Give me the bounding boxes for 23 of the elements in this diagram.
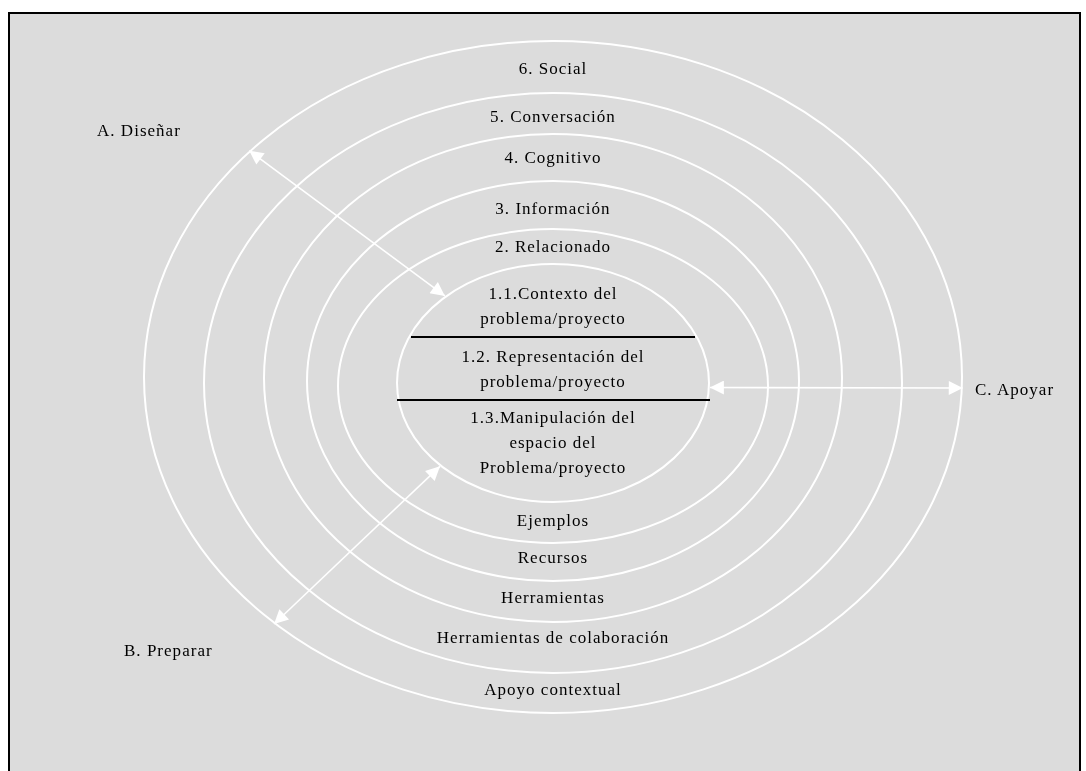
ellipse-ring <box>306 180 800 582</box>
callout-label: A. Diseñar <box>97 120 181 142</box>
ellipse-ring <box>263 133 843 623</box>
ring-label: 6. Social <box>518 57 588 80</box>
ring-label: 1.2. Representación del problema/proyecto <box>460 346 646 393</box>
ring-label: Apoyo contextual <box>484 678 622 701</box>
ring-label: 1.1.Contexto del problema/proyecto <box>479 283 627 330</box>
ring-label: 4. Cognitivo <box>504 146 602 169</box>
ellipse-ring <box>396 263 710 503</box>
ellipse-ring <box>337 228 769 544</box>
ring-label: 3. Información <box>495 197 611 220</box>
double-arrow <box>709 380 964 395</box>
double-arrow <box>273 465 441 625</box>
ring-label: Herramientas de colaboración <box>436 626 670 649</box>
ring-label: 1.3.Manipulación del espacio del Problema/proyecto <box>469 406 637 479</box>
callout-label: B. Preparar <box>124 640 213 662</box>
ring-label: Recursos <box>517 546 589 569</box>
ring-label: Ejemplos <box>516 509 590 532</box>
ring-label: 5. Conversación <box>490 105 616 128</box>
callout-label: C. Apoyar <box>975 379 1055 401</box>
ring-label: Herramientas <box>501 586 605 609</box>
double-arrow <box>248 149 446 297</box>
ring-label: 2. Relacionado <box>494 235 612 258</box>
